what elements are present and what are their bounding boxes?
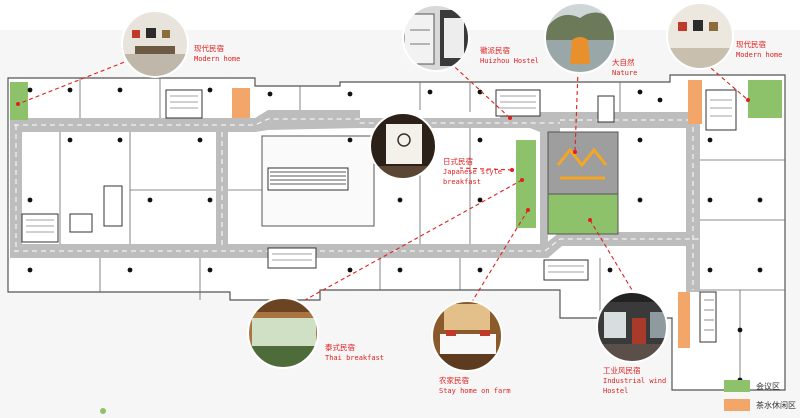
label-zh: 现代民宿 — [194, 44, 224, 53]
bubble-ring — [544, 2, 616, 74]
label-industrial-hostel: 工业风民宿 Industrial wind Hostel — [603, 366, 666, 396]
bubble-ring — [247, 297, 319, 369]
label-zh: 徽派民宿 — [480, 46, 510, 55]
legend-meeting-area: 会议区 — [724, 380, 780, 392]
photo-nature — [545, 3, 615, 73]
room-partitions — [59, 78, 785, 390]
marker-dot — [100, 408, 106, 414]
label-en: Thai breakfast — [325, 354, 385, 362]
stair-treads — [26, 95, 732, 331]
label-en: Japanese style — [443, 168, 503, 176]
bubble-ring — [402, 4, 470, 72]
stairwells — [21, 89, 737, 343]
label-thai-breakfast: 泰式民宿 Thai breakfast — [325, 343, 384, 363]
leader-dots — [16, 98, 750, 222]
label-huizhou-hostel: 徽派民宿 Huizhou Hostel — [480, 46, 539, 66]
label-en: breakfast — [443, 178, 481, 186]
bubble-ring — [431, 300, 503, 372]
label-modern-home-left: 现代民宿 Modern home — [194, 44, 240, 64]
label-en: Modern home — [736, 51, 783, 59]
label-zh: 工业风民宿 — [603, 366, 641, 375]
bubble-ring — [369, 112, 437, 180]
label-zh: 大自然 — [612, 58, 635, 67]
label-farm-stay: 农家民宿 Stay home on farm — [439, 376, 511, 396]
tea-areas — [232, 80, 702, 348]
legend-swatch — [724, 380, 750, 392]
label-en: Nature — [612, 69, 638, 77]
label-zh: 农家民宿 — [439, 376, 469, 385]
label-zh: 泰式民宿 — [325, 343, 355, 352]
label-japanese-breakfast: 日式民宿 Japanese style breakfast — [443, 157, 502, 187]
label-en: Stay home on farm — [439, 387, 511, 395]
label-en: Industrial wind — [603, 377, 667, 385]
legend-label: 茶水休闲区 — [756, 400, 796, 410]
label-en: Modern home — [194, 55, 241, 63]
bubble-ring — [121, 10, 189, 78]
label-modern-home-right: 现代民宿 Modern home — [736, 40, 782, 60]
central-atrium — [261, 135, 375, 227]
bubble-ring — [666, 2, 734, 70]
legend-swatch — [724, 399, 750, 411]
label-nature: 大自然 Nature — [612, 58, 637, 78]
label-zh: 现代民宿 — [736, 40, 766, 49]
legend-tea-area: 茶水休闲区 — [724, 399, 796, 411]
bubble-ring — [596, 291, 668, 363]
legend-label: 会议区 — [756, 381, 780, 391]
meeting-areas — [10, 80, 782, 228]
label-zh: 日式民宿 — [443, 157, 473, 166]
label-en: Huizhou Hostel — [480, 57, 540, 65]
photo-modern-home-left — [122, 11, 188, 77]
label-en: Hostel — [603, 387, 629, 395]
courtyard — [547, 131, 619, 235]
